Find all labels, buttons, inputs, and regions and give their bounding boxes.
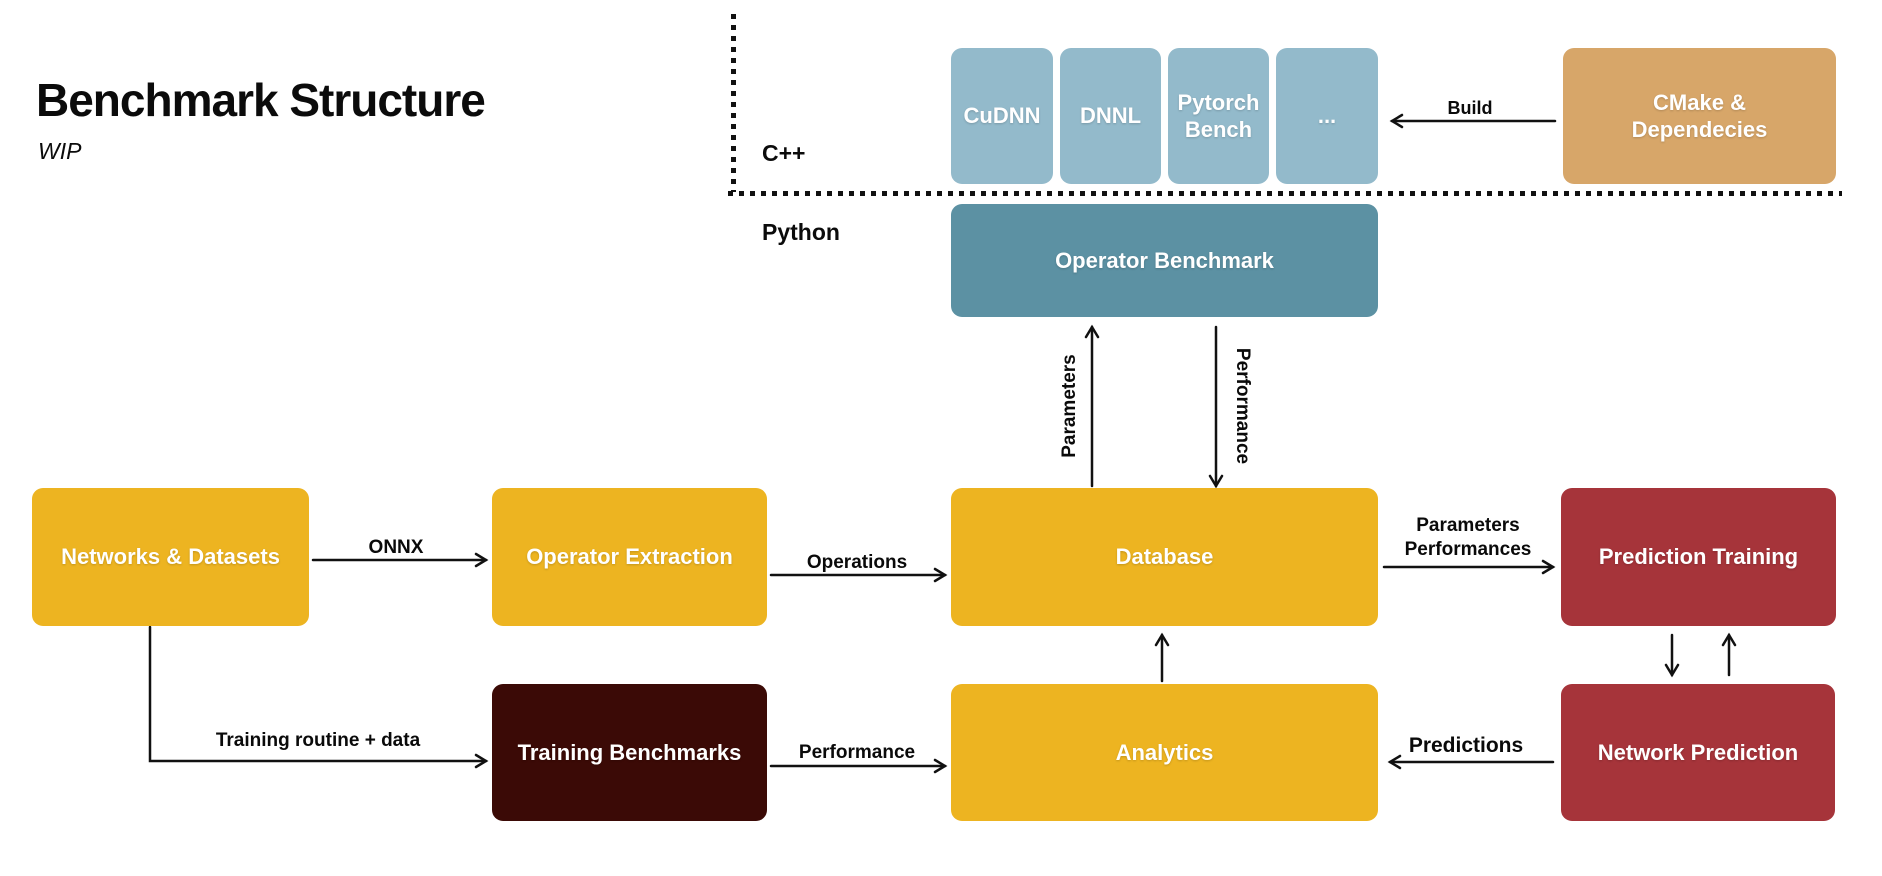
node-label: DNNL [1079, 103, 1142, 129]
lane-label-python: Python [762, 219, 840, 245]
node-database: Database [951, 488, 1378, 626]
node-operator-extraction: Operator Extraction [492, 488, 767, 626]
node-operator-benchmark: Operator Benchmark [951, 204, 1378, 317]
node-networks-datasets: Networks & Datasets [32, 488, 309, 626]
node-label: Operator Extraction [526, 544, 733, 570]
node-cudnn: CuDNN [951, 48, 1053, 184]
edge-label-operations: Operations [806, 552, 908, 573]
node-training-benchmarks: Training Benchmarks [492, 684, 767, 821]
edge-label-build: Build [1447, 98, 1493, 118]
language-divider-horizontal [728, 191, 1842, 196]
node-label: CMake & Dependecies [1631, 89, 1768, 143]
node-pytorch-bench: Pytorch Bench [1168, 48, 1269, 184]
node-label: Operator Benchmark [1055, 247, 1274, 273]
edge-label-training-routine: Training routine + data [215, 730, 421, 751]
edge-label-onnx: ONNX [368, 537, 424, 558]
edge-label-parameters-vertical: Parameters [1058, 354, 1080, 458]
edge-label-parameters-performances: Parameters Performances [1404, 515, 1532, 561]
page-subtitle: WIP [38, 138, 82, 164]
language-divider-vertical [731, 14, 736, 192]
node-label: Prediction Training [1598, 544, 1799, 570]
lane-label-cpp: C++ [762, 140, 806, 166]
edge-label-performance-vertical: Performance [1232, 347, 1254, 465]
node-label: ... [1317, 103, 1337, 129]
node-network-prediction: Network Prediction [1561, 684, 1835, 821]
node-label: Pytorch Bench [1177, 89, 1260, 143]
node-label: Analytics [1115, 739, 1214, 765]
node-dnnl: DNNL [1060, 48, 1161, 184]
edge-label-predictions: Predictions [1408, 734, 1524, 757]
node-analytics: Analytics [951, 684, 1378, 821]
node-label: Database [1115, 544, 1214, 570]
node-label: Networks & Datasets [61, 544, 280, 570]
node-label: Training Benchmarks [517, 739, 742, 765]
node-more-backends: ... [1276, 48, 1378, 184]
node-cmake-dependencies: CMake & Dependecies [1563, 48, 1836, 184]
node-prediction-training: Prediction Training [1561, 488, 1836, 626]
page-title: Benchmark Structure [36, 74, 486, 126]
edge-label-performance-bottom: Performance [798, 742, 916, 763]
node-label: CuDNN [963, 103, 1041, 129]
node-label: Network Prediction [1597, 739, 1799, 765]
